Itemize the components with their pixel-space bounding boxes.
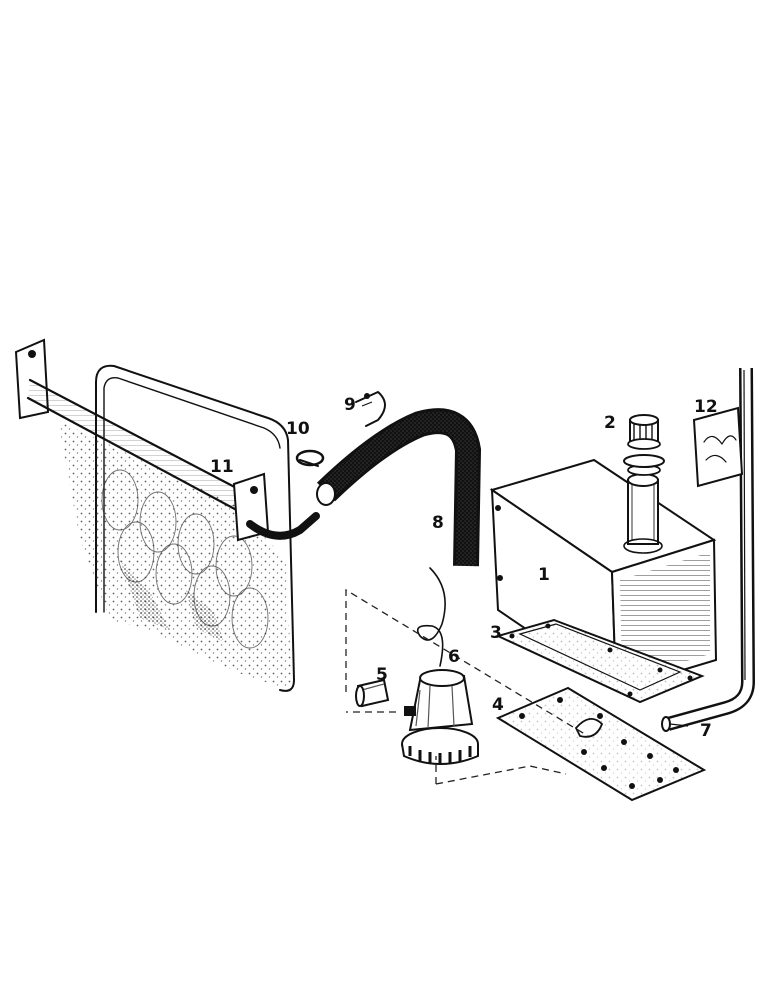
callout-7: 7 xyxy=(700,721,712,741)
mounting-plate xyxy=(495,686,707,802)
hose-clip xyxy=(355,391,386,427)
pipe xyxy=(661,367,756,732)
callout-12: 12 xyxy=(694,397,718,417)
hose-clamp xyxy=(295,449,325,467)
filler-cap xyxy=(623,414,665,476)
callout-11: 11 xyxy=(210,457,234,477)
callout-10: 10 xyxy=(286,419,310,439)
callout-1: 1 xyxy=(538,565,550,585)
callout-2: 2 xyxy=(604,413,616,433)
callouts: 1 2 3 4 5 6 7 8 9 10 11 12 xyxy=(210,395,718,741)
callout-5: 5 xyxy=(376,665,388,685)
spray-bar xyxy=(14,338,320,542)
callout-4: 4 xyxy=(492,695,504,715)
label-plate xyxy=(692,406,744,488)
leader-lines xyxy=(361,401,689,727)
callout-9: 9 xyxy=(344,395,356,415)
pump xyxy=(401,567,479,765)
callout-6: 6 xyxy=(448,647,460,667)
gasket xyxy=(495,618,705,704)
callout-8: 8 xyxy=(432,513,444,533)
assembly-lines xyxy=(345,588,589,785)
hose xyxy=(316,408,482,567)
radiator-panel xyxy=(58,364,295,692)
callout-3: 3 xyxy=(490,623,502,643)
connector xyxy=(355,678,390,708)
